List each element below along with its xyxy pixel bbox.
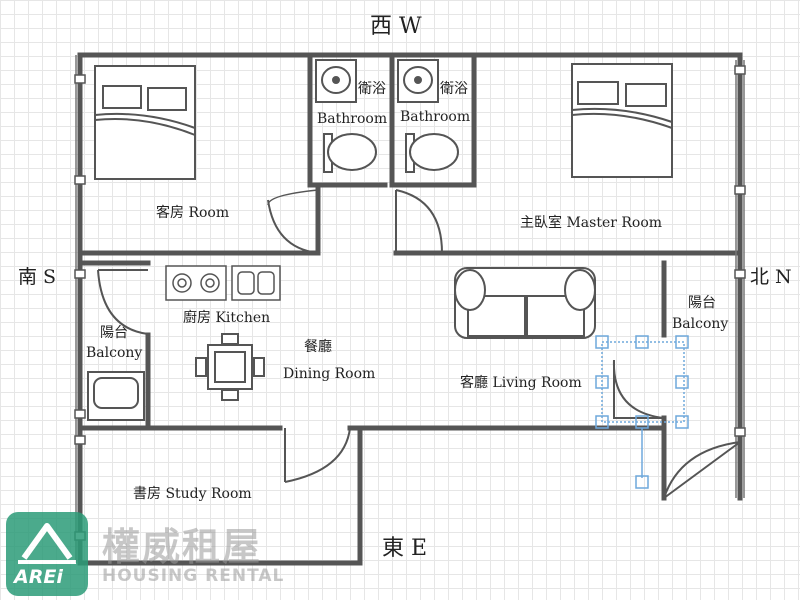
direction-north: 北 N (750, 266, 792, 288)
kitchen-fixtures (165, 265, 281, 301)
logo-icon (18, 523, 76, 564)
walls (77, 52, 743, 566)
logo-name: 權威租屋 (102, 525, 263, 569)
balcony-n-label-zh: 陽台 (688, 295, 716, 311)
bed-master (571, 63, 673, 178)
balcony-s-label-zh: 陽台 (100, 325, 128, 341)
room-label-dining-zh: 餐廳 (304, 339, 332, 355)
selection-handles (595, 335, 689, 489)
room-label-kitchen: 廚房 Kitchen (183, 310, 271, 326)
bathroom-fixtures (315, 59, 459, 173)
washer (87, 371, 145, 421)
bathroom-label-en-2: Bathroom (400, 109, 471, 125)
outer-wall (77, 52, 743, 501)
doors (97, 189, 741, 499)
bathroom-wall-right (389, 52, 477, 188)
bed-guest (94, 65, 196, 180)
room-label-guest: 客房 Room (156, 205, 230, 221)
bathroom-label-en-1: Bathroom (317, 111, 388, 127)
direction-south: 南 S (18, 266, 57, 288)
room-label-living: 客廳 Living Room (460, 375, 582, 391)
bathroom-label-zh-1: 衛浴 (358, 81, 386, 97)
logo-brand: AREi (14, 566, 63, 588)
room-label-master: 主臥室 Master Room (520, 215, 663, 231)
room-label-dining-en: Dining Room (283, 366, 376, 382)
dining-table (195, 333, 265, 401)
room-label-study: 書房 Study Room (133, 486, 252, 502)
rails (75, 55, 745, 563)
balcony-n-label-en: Balcony (672, 316, 729, 332)
direction-west: 西 W (370, 14, 422, 39)
sofa (454, 267, 596, 339)
brand-logo (6, 512, 88, 596)
direction-east: 東 E (382, 536, 428, 561)
bathroom-label-zh-2: 衛浴 (440, 81, 468, 97)
balcony-s-label-en: Balcony (86, 345, 143, 361)
logo-subtitle: HOUSING RENTAL (102, 566, 285, 586)
outer-wall-left (77, 52, 667, 566)
